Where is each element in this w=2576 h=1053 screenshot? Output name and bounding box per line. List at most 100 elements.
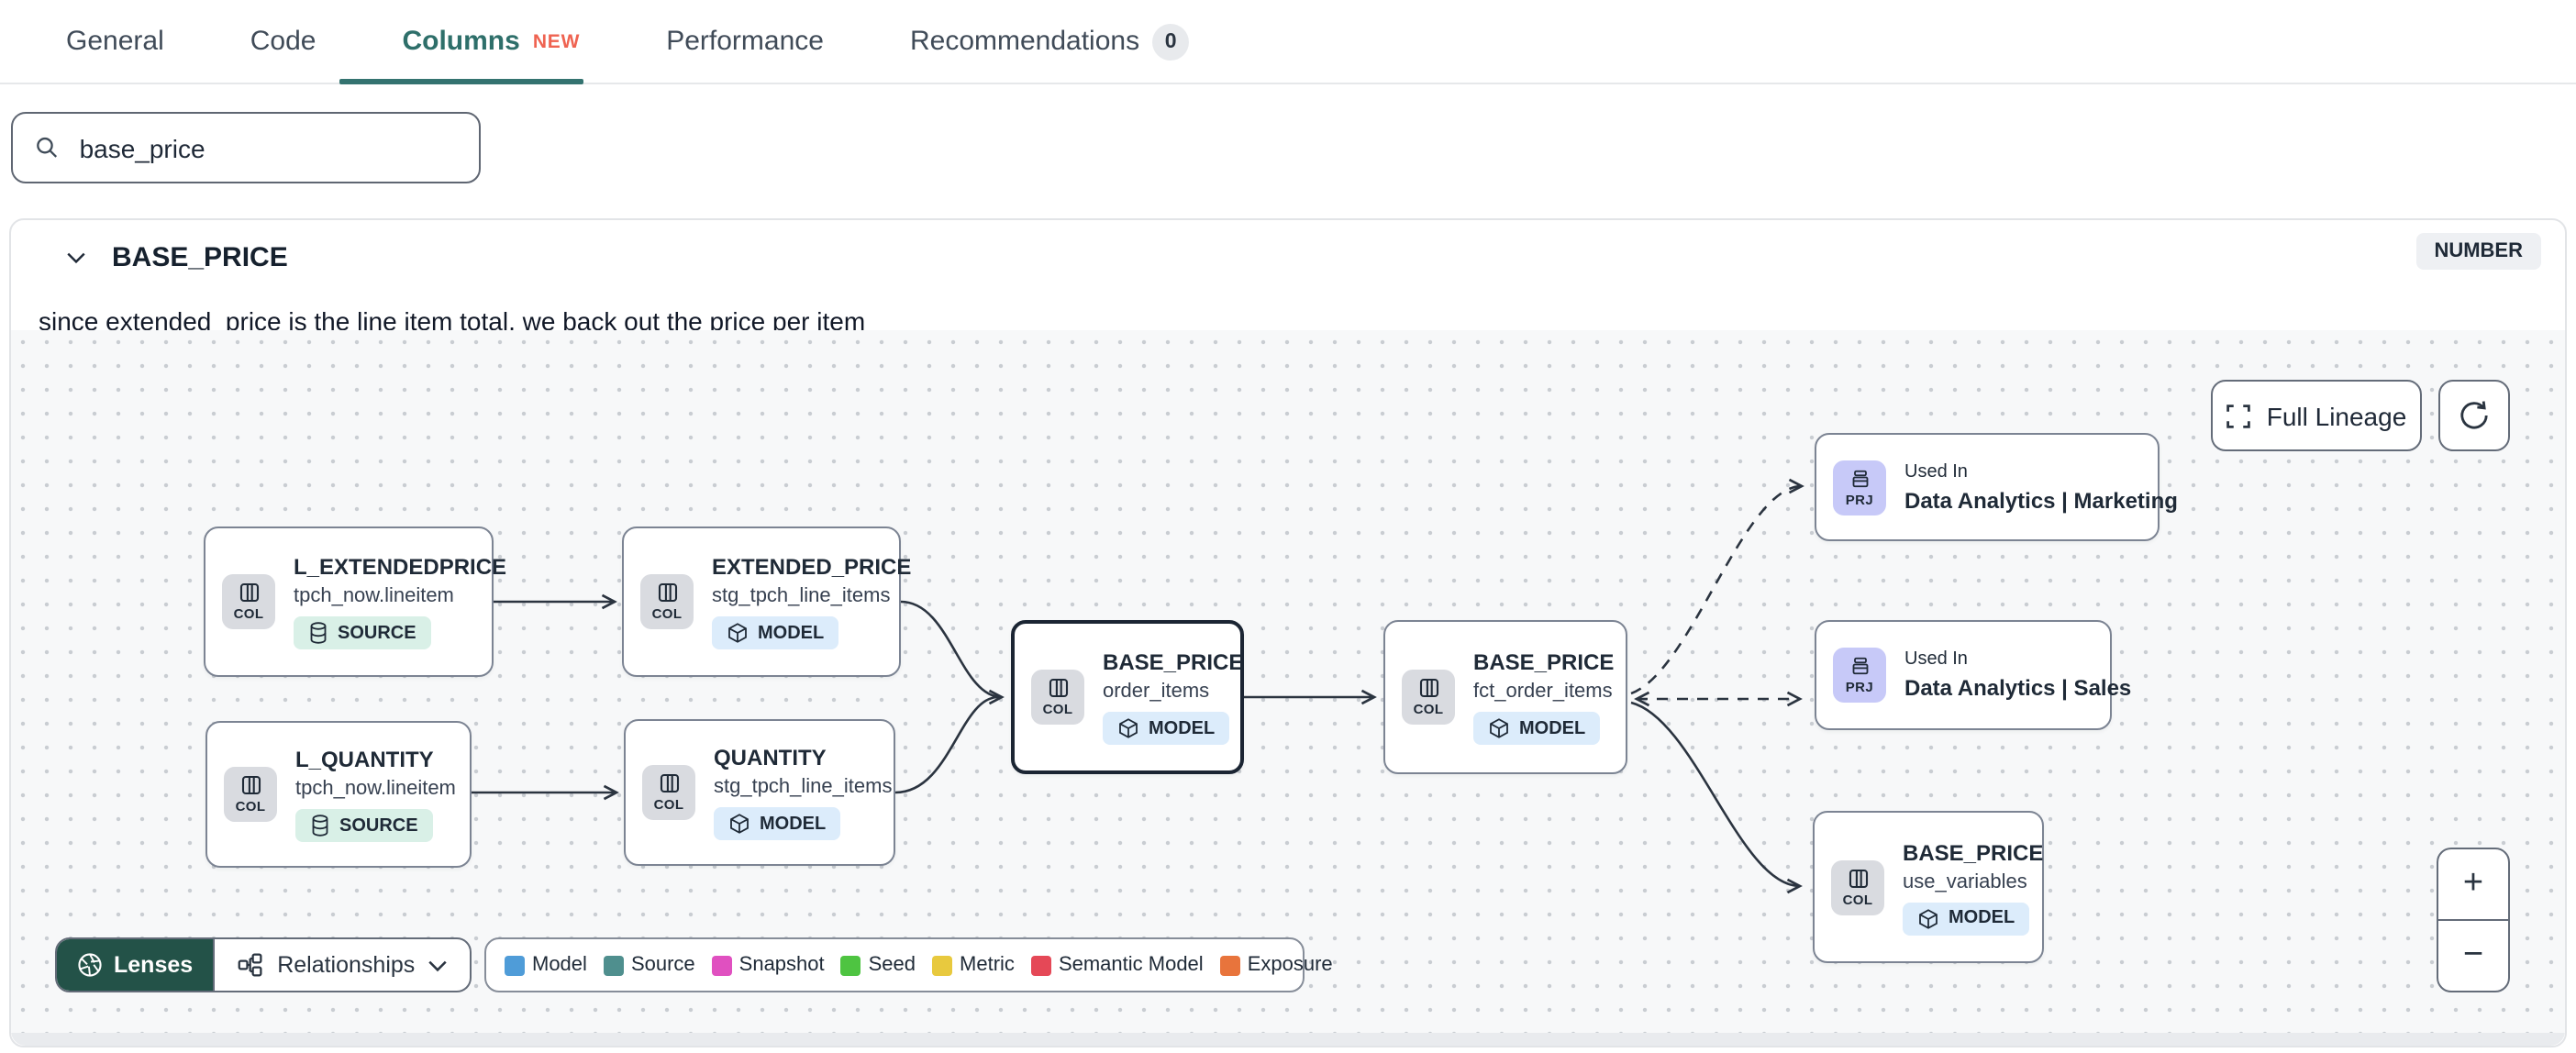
lineage-node-quantity[interactable]: COL QUANTITY stg_tpch_line_items MODEL: [624, 719, 895, 866]
kind-label: COL: [233, 605, 264, 622]
resource-type-badge: MODEL: [1103, 712, 1230, 745]
tab-bar: General Code Columns NEW Performance Rec…: [0, 0, 2576, 84]
resource-legend: Model Source Snapshot Seed Metric Semant…: [484, 937, 1333, 992]
tab-label: Columns: [402, 26, 520, 57]
lineage-node-base-price-use-variables[interactable]: COL BASE_PRICE use_variables MODEL: [1813, 811, 2044, 963]
zoom-in-button[interactable]: +: [2438, 849, 2508, 921]
lineage-node-used-in-sales[interactable]: PRJ Used In Data Analytics | Sales: [1815, 620, 2131, 730]
legend-item-source: Source: [603, 954, 695, 976]
column-kind-badge: COL: [1402, 670, 1455, 725]
collapse-chevron-icon[interactable]: [66, 250, 86, 263]
resource-type-badge: MODEL: [714, 807, 841, 840]
kind-label: COL: [653, 796, 684, 813]
full-lineage-label: Full Lineage: [2266, 401, 2407, 430]
node-subtitle: tpch_now.lineitem: [294, 585, 454, 607]
badge-label: MODEL: [758, 623, 825, 643]
project-icon: [1851, 657, 1868, 675]
tab-code[interactable]: Code: [250, 26, 316, 57]
project-icon: [1851, 469, 1868, 487]
legend-item-exposure: Exposure: [1219, 954, 1333, 976]
tab-label: Code: [250, 26, 316, 57]
lenses-button[interactable]: Lenses: [57, 939, 214, 991]
column-kind-badge: COL: [224, 767, 277, 822]
search-input[interactable]: [75, 131, 457, 164]
lineage-edges: [472, 478, 1804, 894]
kind-label: COL: [651, 605, 683, 622]
data-type-badge: NUMBER: [2415, 233, 2541, 270]
resource-type-badge: SOURCE: [294, 616, 431, 649]
node-title: BASE_PRICE: [1903, 839, 2044, 865]
column-kind-badge: COL: [1831, 859, 1884, 914]
active-tab-underline: [339, 79, 583, 84]
column-card: BASE_PRICE NUMBER since extended_price i…: [9, 218, 2567, 1047]
recommendations-count-badge: 0: [1152, 23, 1190, 60]
lineage-node-l-extendedprice[interactable]: COL L_EXTENDEDPRICE tpch_now.lineitem SO…: [204, 526, 506, 677]
lineage-node-base-price-fct-order-items[interactable]: COL BASE_PRICE fct_order_items MODEL: [1383, 620, 1627, 774]
search-icon: [37, 137, 58, 158]
relationships-icon: [238, 953, 262, 977]
project-kind-badge: PRJ: [1833, 648, 1886, 703]
lenses-control: Lenses Relationships: [55, 937, 472, 992]
node-subtitle: stg_tpch_line_items: [714, 776, 893, 798]
model-cube-icon: [1490, 718, 1508, 738]
node-subtitle: use_variables: [1903, 870, 2027, 892]
lineage-node-l-quantity[interactable]: COL L_QUANTITY tpch_now.lineitem SOURCE: [205, 721, 472, 868]
used-in-label: Used In: [1904, 461, 1968, 482]
tab-label: Recommendations: [909, 26, 1140, 57]
kind-label: COL: [1042, 701, 1073, 717]
legend-swatch: [505, 955, 525, 975]
lineage-node-base-price-order-items[interactable]: COL BASE_PRICE order_items MODEL: [1011, 620, 1244, 774]
node-title: BASE_PRICE: [1473, 649, 1615, 675]
zoom-out-button[interactable]: −: [2462, 936, 2484, 974]
columns-icon: [1418, 678, 1438, 698]
refresh-button[interactable]: [2438, 380, 2510, 451]
horizontal-scrollbar-track[interactable]: [11, 1033, 2565, 1046]
database-icon: [312, 815, 328, 837]
full-lineage-button[interactable]: Full Lineage: [2211, 380, 2422, 451]
legend-swatch: [1030, 955, 1051, 975]
chevron-down-icon: [428, 959, 447, 971]
legend-item-snapshot: Snapshot: [711, 954, 825, 976]
lineage-node-extended-price[interactable]: COL EXTENDED_PRICE stg_tpch_line_items M…: [622, 526, 911, 677]
legend-swatch: [711, 955, 732, 975]
node-subtitle: tpch_now.lineitem: [295, 778, 456, 800]
expand-icon: [2226, 404, 2251, 427]
database-icon: [310, 622, 327, 644]
column-name: BASE_PRICE: [112, 241, 288, 272]
relationships-label: Relationships: [277, 952, 416, 978]
node-title: EXTENDED_PRICE: [712, 554, 912, 580]
tab-columns[interactable]: Columns NEW: [402, 26, 580, 57]
used-in-label: Used In: [1904, 649, 1968, 670]
tab-label: Performance: [666, 26, 824, 57]
refresh-icon: [2460, 401, 2488, 429]
legend-label: Model: [532, 954, 587, 976]
kind-label: PRJ: [1845, 491, 1874, 507]
node-title: Data Analytics | Marketing: [1904, 487, 2178, 513]
column-search[interactable]: [11, 112, 481, 183]
relationships-dropdown[interactable]: Relationships: [213, 939, 470, 991]
legend-label: Metric: [960, 954, 1015, 976]
legend-label: Semantic Model: [1058, 954, 1204, 976]
model-cube-icon: [730, 814, 749, 834]
node-subtitle: order_items: [1103, 681, 1210, 703]
badge-label: MODEL: [1149, 718, 1216, 738]
legend-label: Source: [630, 954, 695, 976]
badge-label: MODEL: [1519, 718, 1586, 738]
project-kind-badge: PRJ: [1833, 460, 1886, 515]
legend-swatch: [932, 955, 953, 975]
lineage-canvas[interactable]: COL L_EXTENDEDPRICE tpch_now.lineitem SO…: [11, 330, 2565, 1046]
legend-item-seed: Seed: [840, 954, 916, 976]
resource-type-badge: MODEL: [712, 616, 839, 649]
tab-recommendations[interactable]: Recommendations 0: [909, 23, 1190, 60]
column-card-header: BASE_PRICE NUMBER: [11, 220, 2565, 294]
resource-type-badge: MODEL: [1473, 712, 1601, 745]
node-title: QUANTITY: [714, 745, 827, 770]
legend-swatch: [1219, 955, 1240, 975]
tab-performance[interactable]: Performance: [666, 26, 824, 57]
columns-icon: [1048, 678, 1068, 698]
lineage-node-used-in-marketing[interactable]: PRJ Used In Data Analytics | Marketing: [1815, 433, 2178, 541]
kind-label: PRJ: [1845, 679, 1874, 695]
tab-general[interactable]: General: [66, 26, 164, 57]
new-badge: NEW: [532, 30, 581, 52]
